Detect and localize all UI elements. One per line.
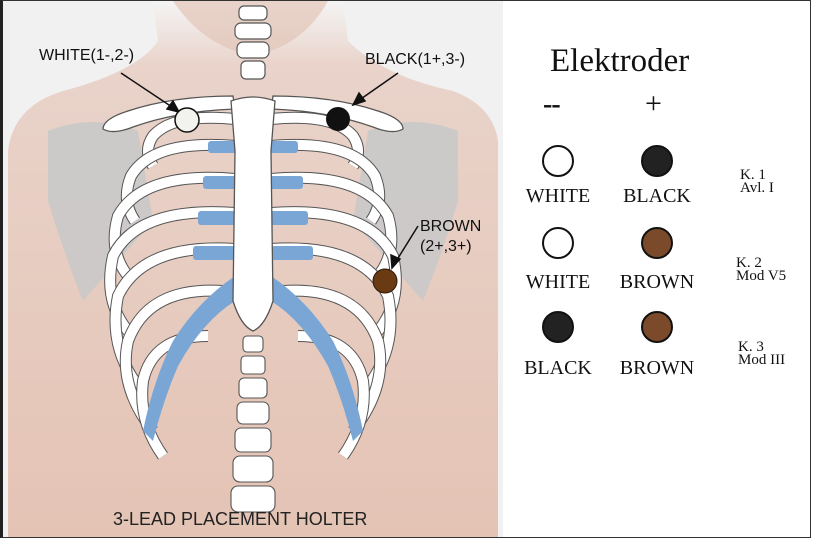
channel-label: K. 3 Mod III xyxy=(738,341,785,367)
channel-lead: Avl. I xyxy=(740,182,774,195)
positive-electrode-name: BROWN xyxy=(607,271,707,294)
diagram-caption: 3-LEAD PLACEMENT HOLTER xyxy=(113,509,367,530)
negative-electrode-name: BLACK xyxy=(508,357,608,380)
cervical-spine xyxy=(235,6,271,79)
negative-electrode-dot xyxy=(542,145,574,177)
black-electrode-label: BLACK(1+,3-) xyxy=(365,51,465,69)
brown-label-line1: BROWN xyxy=(420,218,481,236)
negative-pole-heading: -- xyxy=(543,89,560,121)
positive-electrode-name: BLACK xyxy=(607,185,707,208)
negative-electrode-dot xyxy=(542,311,574,343)
negative-electrode-dot xyxy=(542,227,574,259)
positive-electrode-dot xyxy=(641,227,673,259)
chest-anatomy-illustration xyxy=(3,1,503,538)
channel-lead: Mod V5 xyxy=(736,270,786,283)
positive-electrode-name: BROWN xyxy=(607,357,707,380)
brown-electrode-label: BROWN (2+,3+) xyxy=(420,218,481,256)
brown-electrode xyxy=(373,269,397,293)
sternum xyxy=(231,97,275,331)
brown-label-line2: (2+,3+) xyxy=(420,238,481,256)
negative-electrode-name: WHITE xyxy=(508,185,608,208)
electrode-legend: Elektroder -- + WHITE BLACK K. 1 Avl. I … xyxy=(508,1,811,538)
white-electrode-label: WHITE(1-,2-) xyxy=(39,47,134,65)
channel-label: K. 2 Mod V5 xyxy=(736,257,786,283)
white-electrode xyxy=(175,108,199,132)
positive-electrode-dot xyxy=(641,145,673,177)
channel-lead: Mod III xyxy=(738,354,785,367)
black-electrode xyxy=(326,107,350,131)
positive-electrode-dot xyxy=(641,311,673,343)
channel-label: K. 1 Avl. I xyxy=(740,169,774,195)
negative-electrode-name: WHITE xyxy=(508,271,608,294)
positive-pole-heading: + xyxy=(645,87,662,121)
legend-title: Elektroder xyxy=(550,43,689,80)
